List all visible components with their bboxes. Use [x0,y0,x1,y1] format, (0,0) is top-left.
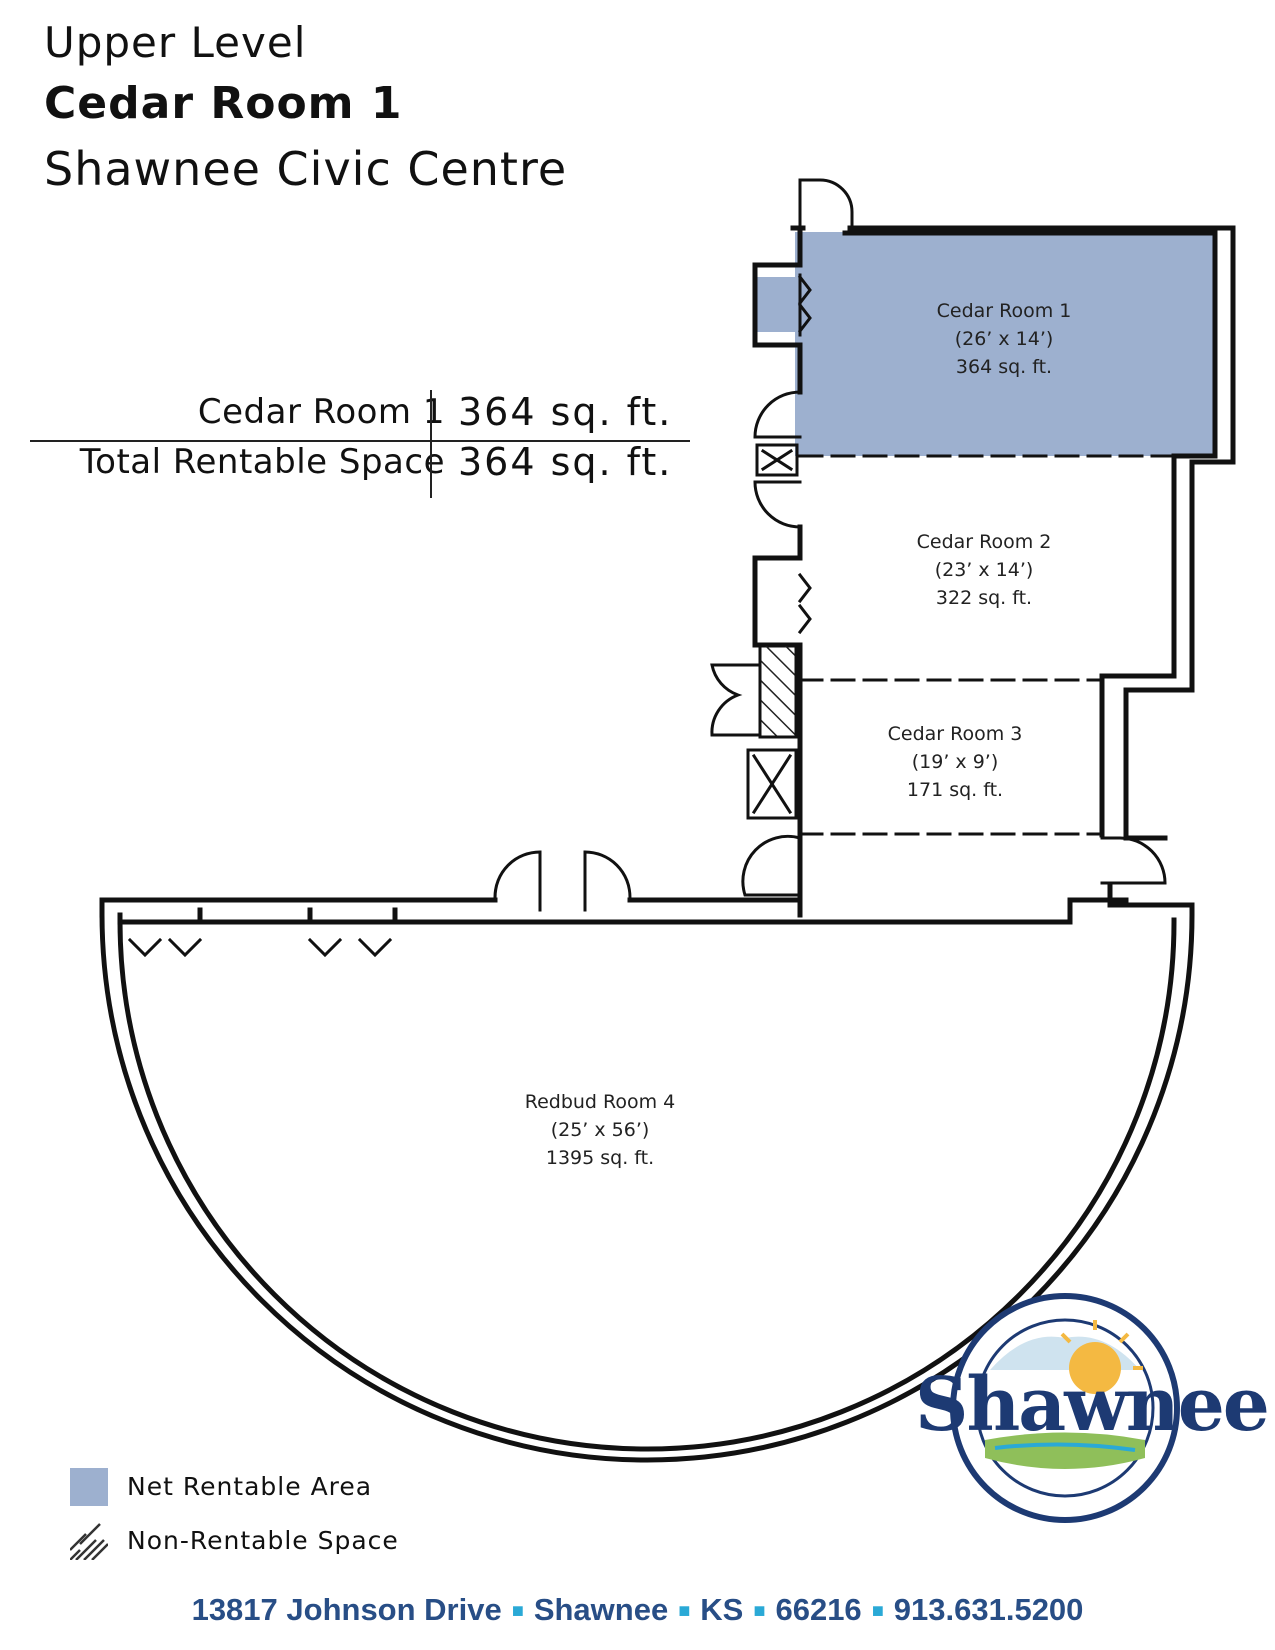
footer-separator-icon: ■ [678,1600,691,1623]
net-rentable-swatch [70,1468,108,1506]
summary-row-label: Cedar Room 1 [197,392,445,432]
non-rentable-hatch-area [758,643,798,739]
room-2-area: 322 sq. ft. [936,587,1032,609]
level-title: Upper Level [44,18,307,67]
room-title: Cedar Room 1 [44,78,403,129]
room-4-name: Redbud Room 4 [525,1091,676,1113]
room-1-area: 364 sq. ft. [956,356,1052,378]
summary-total-row: Total Rentable Space 364 sq. ft. [30,440,690,490]
closet-doors [127,274,812,958]
logo-seal-icon [950,1293,1180,1523]
redbud-room-walls [99,882,1195,1463]
room-4-area: 1395 sq. ft. [546,1147,654,1169]
summary-row-value: 364 sq. ft. [458,390,673,434]
hatch-swatch-icon [70,1523,108,1560]
door-swings [493,178,1167,912]
room-2-name: Cedar Room 2 [917,531,1052,553]
legend-non-label: Non-Rentable Space [127,1526,399,1555]
logo-wordmark: Shawnee [915,1362,1270,1448]
footer-phone: 913.631.5200 [893,1592,1084,1627]
footer-separator-icon: ■ [753,1600,766,1623]
room-2-dims: (23’ x 14’) [935,559,1034,581]
room-3-area: 171 sq. ft. [907,779,1003,801]
summary-divider-horizontal [30,440,690,442]
cedar-room-1-area [795,232,1213,456]
room-1-dims: (26’ x 14’) [955,328,1054,350]
legend-non-rentable: Non-Rentable Space [70,1522,570,1562]
shawnee-logo: Shawnee [915,1290,1270,1525]
legend-net-label: Net Rentable Area [127,1472,373,1501]
footer-separator-icon: ■ [871,1600,884,1623]
summary-row: Cedar Room 1 364 sq. ft. [30,390,690,440]
cedar-room-1-closet-area [755,277,797,332]
contact-footer: 13817 Johnson Drive ■ Shawnee ■ KS ■ 66216 ■ 913… [0,1592,1275,1628]
venue-title: Shawnee Civic Centre [44,142,568,196]
room-1-name: Cedar Room 1 [937,300,1072,322]
footer-separator-icon: ■ [511,1600,524,1623]
footer-address: 13817 Johnson Drive [191,1592,502,1627]
elevator-shafts [746,443,799,820]
room-3-dims: (19’ x 9’) [912,751,999,773]
area-summary-table: Cedar Room 1 364 sq. ft. Total Rentable … [30,390,690,500]
footer-state: KS [700,1592,744,1627]
room-4-dims: (25’ x 56’) [551,1119,650,1141]
footer-city: Shawnee [533,1592,669,1627]
legend-net-rentable: Net Rentable Area [70,1468,570,1508]
room-3-name: Cedar Room 3 [888,723,1023,745]
summary-total-label: Total Rentable Space [79,442,445,482]
summary-total-value: 364 sq. ft. [458,440,673,484]
summary-divider-vertical [430,390,432,498]
footer-zip: 66216 [775,1592,862,1627]
corridor-walls [752,229,803,918]
